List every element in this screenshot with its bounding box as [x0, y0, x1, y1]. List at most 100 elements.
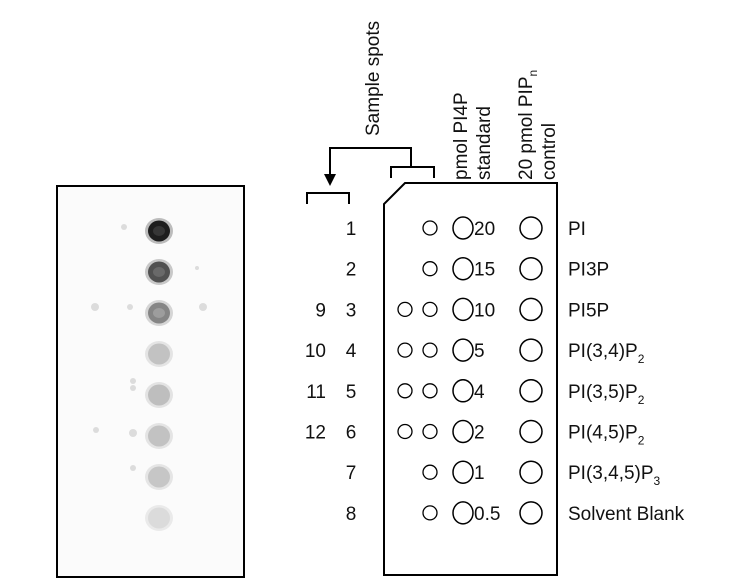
sample-spot-circle	[422, 342, 438, 358]
schematic-row: 2 15 PI3P	[346, 256, 609, 281]
sample-spot-circle	[397, 423, 413, 440]
lipid-label-text: PI5P	[568, 300, 609, 321]
sample-spots-label: Sample spots	[363, 21, 384, 136]
blot-spot-core	[148, 507, 170, 529]
blot-spot-center	[153, 308, 165, 318]
blot-spot	[145, 382, 173, 408]
blot-spot	[145, 505, 173, 531]
lipid-label-text: PI(3,5)P	[568, 382, 638, 403]
lipid-label: Solvent Blank	[568, 504, 685, 525]
schematic-row: 11 5 4 PI(3,5)P2	[306, 379, 645, 407]
lipid-label: PI(3,4,5)P3	[568, 463, 661, 488]
standard-amount-label: 10	[474, 300, 495, 321]
blot-background-smudge	[129, 429, 137, 437]
lipid-label-text: PI(3,4)P	[568, 341, 638, 362]
sample-spot-circle	[422, 383, 438, 399]
lipid-label: PI(3,4)P2	[568, 341, 645, 366]
standard-amount-label: 4	[474, 382, 485, 403]
blot-spot-center	[153, 267, 165, 277]
control-spot-circle	[519, 256, 543, 281]
sample-spot-circle	[397, 383, 413, 399]
sample-spot-number: 4	[346, 341, 357, 362]
blot-spot	[145, 300, 173, 326]
lipid-label-subscript: 2	[638, 393, 645, 407]
control-header-subscript: n	[526, 70, 540, 77]
control-spot-circle	[519, 419, 543, 444]
sample-spot-number: 7	[346, 463, 357, 484]
lipid-label: PI(3,5)P2	[568, 382, 645, 407]
lipid-label-text: Solvent Blank	[568, 504, 685, 525]
control-spot-circle	[519, 501, 543, 525]
blot-spot	[145, 218, 173, 244]
sample-spot-number: 6	[346, 423, 357, 444]
blot-spot	[145, 423, 173, 449]
sample-spot-circle	[422, 464, 438, 480]
blot-spot-core	[148, 343, 170, 365]
standard-amount-label: 0.5	[474, 504, 500, 525]
standard-spot-circle	[452, 460, 474, 484]
lipid-label-text: PI(3,4,5)P	[568, 463, 654, 484]
lipid-label: PI(4,5)P2	[568, 423, 645, 448]
standard-amount-label: 5	[474, 341, 485, 362]
control-spot-circle	[519, 297, 543, 322]
standard-spot-circle	[452, 501, 474, 525]
sample-spot-circle	[397, 342, 413, 358]
sample-spot-circle	[422, 423, 438, 440]
sample-spot-circle	[397, 301, 413, 318]
sample-spots-connector	[329, 147, 412, 176]
blot-background-smudge	[91, 303, 99, 311]
sample-spot-number-left: 10	[305, 341, 326, 362]
standard-spot-circle	[452, 338, 474, 362]
lipid-label-text: PI	[568, 219, 586, 240]
control-spot-circle	[519, 338, 543, 362]
blot-background-smudge	[93, 427, 99, 433]
control-header-line2: control	[539, 123, 560, 180]
standard-amount-label: 15	[474, 260, 495, 281]
blot-spot	[145, 259, 173, 285]
sample-spot-number-left: 11	[306, 382, 326, 403]
standard-header-line2: standard	[474, 106, 495, 180]
sample-spots-bracket-right	[390, 166, 435, 178]
blot-spot-core	[148, 466, 170, 488]
sample-spot-number: 5	[346, 382, 357, 403]
sample-spots-bracket-left	[306, 192, 350, 204]
lipid-label-subscript: 3	[654, 474, 661, 488]
lipid-label: PI5P	[568, 300, 609, 321]
blot-background-smudge	[130, 378, 136, 384]
lipid-label-text: PI(4,5)P	[568, 423, 638, 444]
control-header-line1: 20 pmol PIPn	[516, 70, 540, 180]
standard-amount-label: 2	[474, 423, 485, 444]
sample-spot-number: 3	[346, 300, 357, 321]
standard-spot-circle	[452, 216, 474, 240]
sample-spot-number-left: 12	[305, 423, 326, 444]
standard-spot-circle	[452, 379, 474, 403]
sample-spot-number: 1	[346, 219, 357, 240]
blot-spot	[145, 341, 173, 367]
sample-spots-arrowhead	[324, 174, 336, 186]
lipid-label-subscript: 2	[638, 352, 645, 366]
blot-background-smudge	[130, 385, 136, 391]
sample-spot-circle	[422, 261, 438, 277]
blot-spots-group	[91, 218, 207, 531]
sample-spots-annotation: Sample spots	[306, 21, 435, 204]
standard-header-line1: pmol PI4P	[451, 92, 472, 180]
blot-spot-core	[148, 425, 170, 447]
control-spot-circle	[519, 460, 543, 484]
column-headers: pmol PI4P standard 20 pmol PIPn control	[451, 70, 560, 180]
blot-spot-core	[148, 384, 170, 406]
blot-spot-center	[153, 226, 165, 236]
standard-spot-circle	[452, 297, 474, 322]
lipid-label-subscript: 2	[638, 434, 645, 448]
blot-background-smudge	[127, 304, 133, 310]
sample-spot-number: 2	[346, 260, 357, 281]
standard-spot-circle	[452, 419, 474, 444]
lipid-label: PI3P	[568, 260, 609, 281]
blot-spot	[145, 464, 173, 490]
standard-amount-label: 1	[474, 463, 485, 484]
sample-spot-number-left: 9	[315, 300, 326, 321]
